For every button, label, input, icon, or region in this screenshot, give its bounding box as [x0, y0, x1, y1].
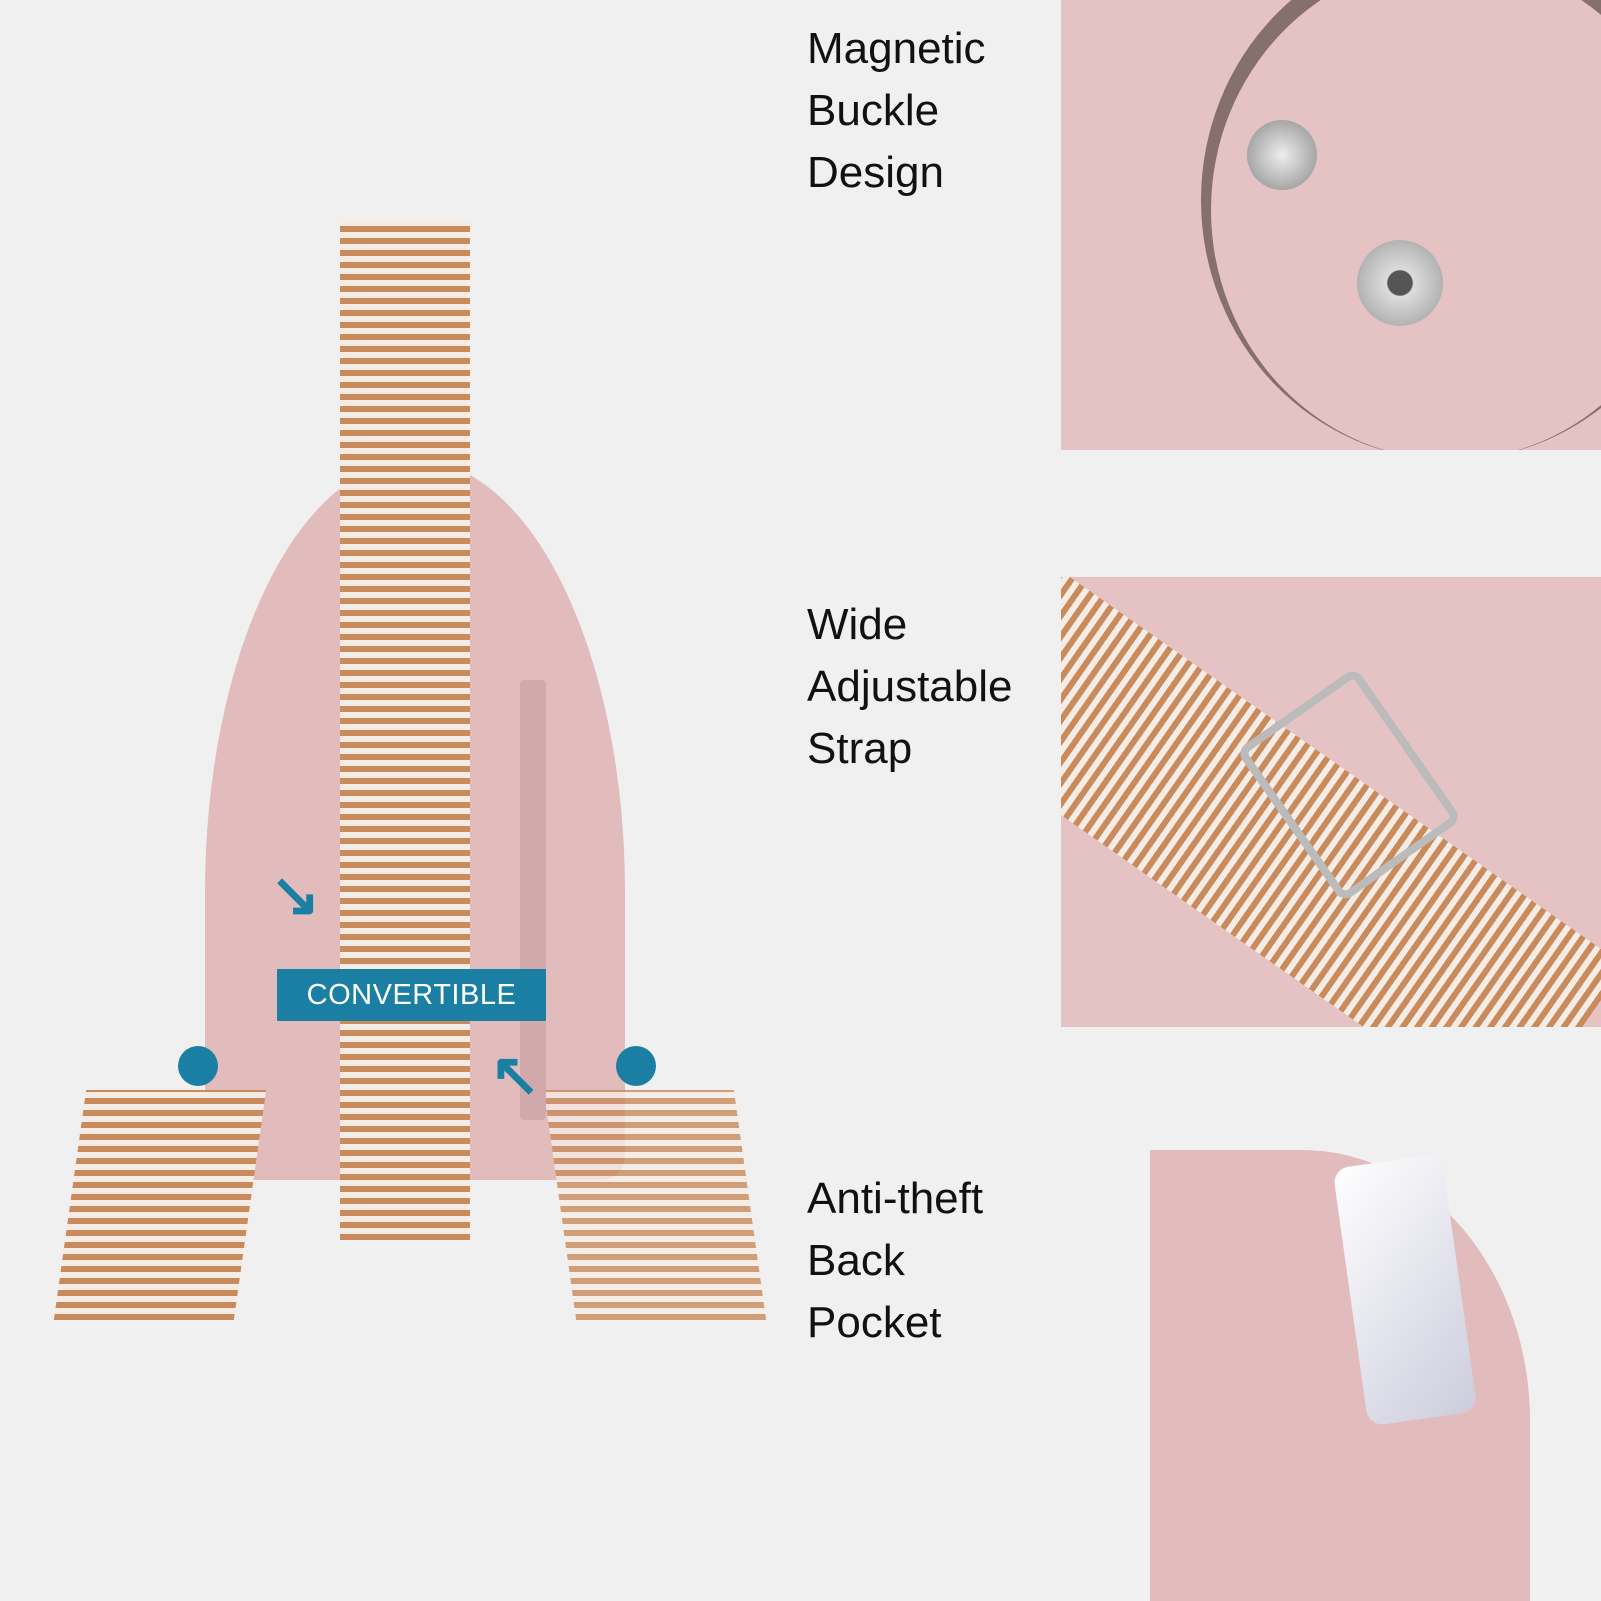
feature-title-wide-strap: Wide Adjustable Strap: [807, 594, 1012, 780]
magnet-button-icon: [1247, 120, 1317, 190]
back-pocket-photo: [1150, 1150, 1601, 1601]
feature-line: Magnetic: [807, 24, 986, 73]
feature-title-anti-theft: Anti-theft Back Pocket: [807, 1168, 983, 1354]
feature-line: Design: [807, 148, 944, 197]
magnet-socket-icon: [1357, 240, 1443, 326]
arrow-up-icon: ↖: [490, 1041, 541, 1108]
feature-line: Buckle: [807, 86, 940, 135]
feature-title-magnetic-buckle: Magnetic Buckle Design: [807, 18, 986, 204]
magnetic-buckle-photo: [1061, 0, 1601, 450]
left-strap-loop: [53, 1090, 267, 1320]
right-strap-loop: [543, 1090, 767, 1320]
shoulder-strap: [340, 220, 470, 1240]
feature-line: Pocket: [807, 1298, 942, 1347]
feature-line: Strap: [807, 724, 913, 773]
feature-line: Wide: [807, 600, 908, 649]
feature-line: Adjustable: [807, 662, 1013, 711]
right-clip-dot: [616, 1046, 656, 1086]
feature-line: Back: [807, 1236, 905, 1285]
convertible-badge: CONVERTIBLE: [277, 969, 546, 1021]
arrow-down-icon: ↘: [270, 861, 321, 928]
left-clip-dot: [178, 1046, 218, 1086]
zipper-pocket: [520, 680, 546, 1120]
feature-line: Anti-theft: [807, 1174, 984, 1223]
adjustable-strap-photo: [1061, 577, 1601, 1027]
